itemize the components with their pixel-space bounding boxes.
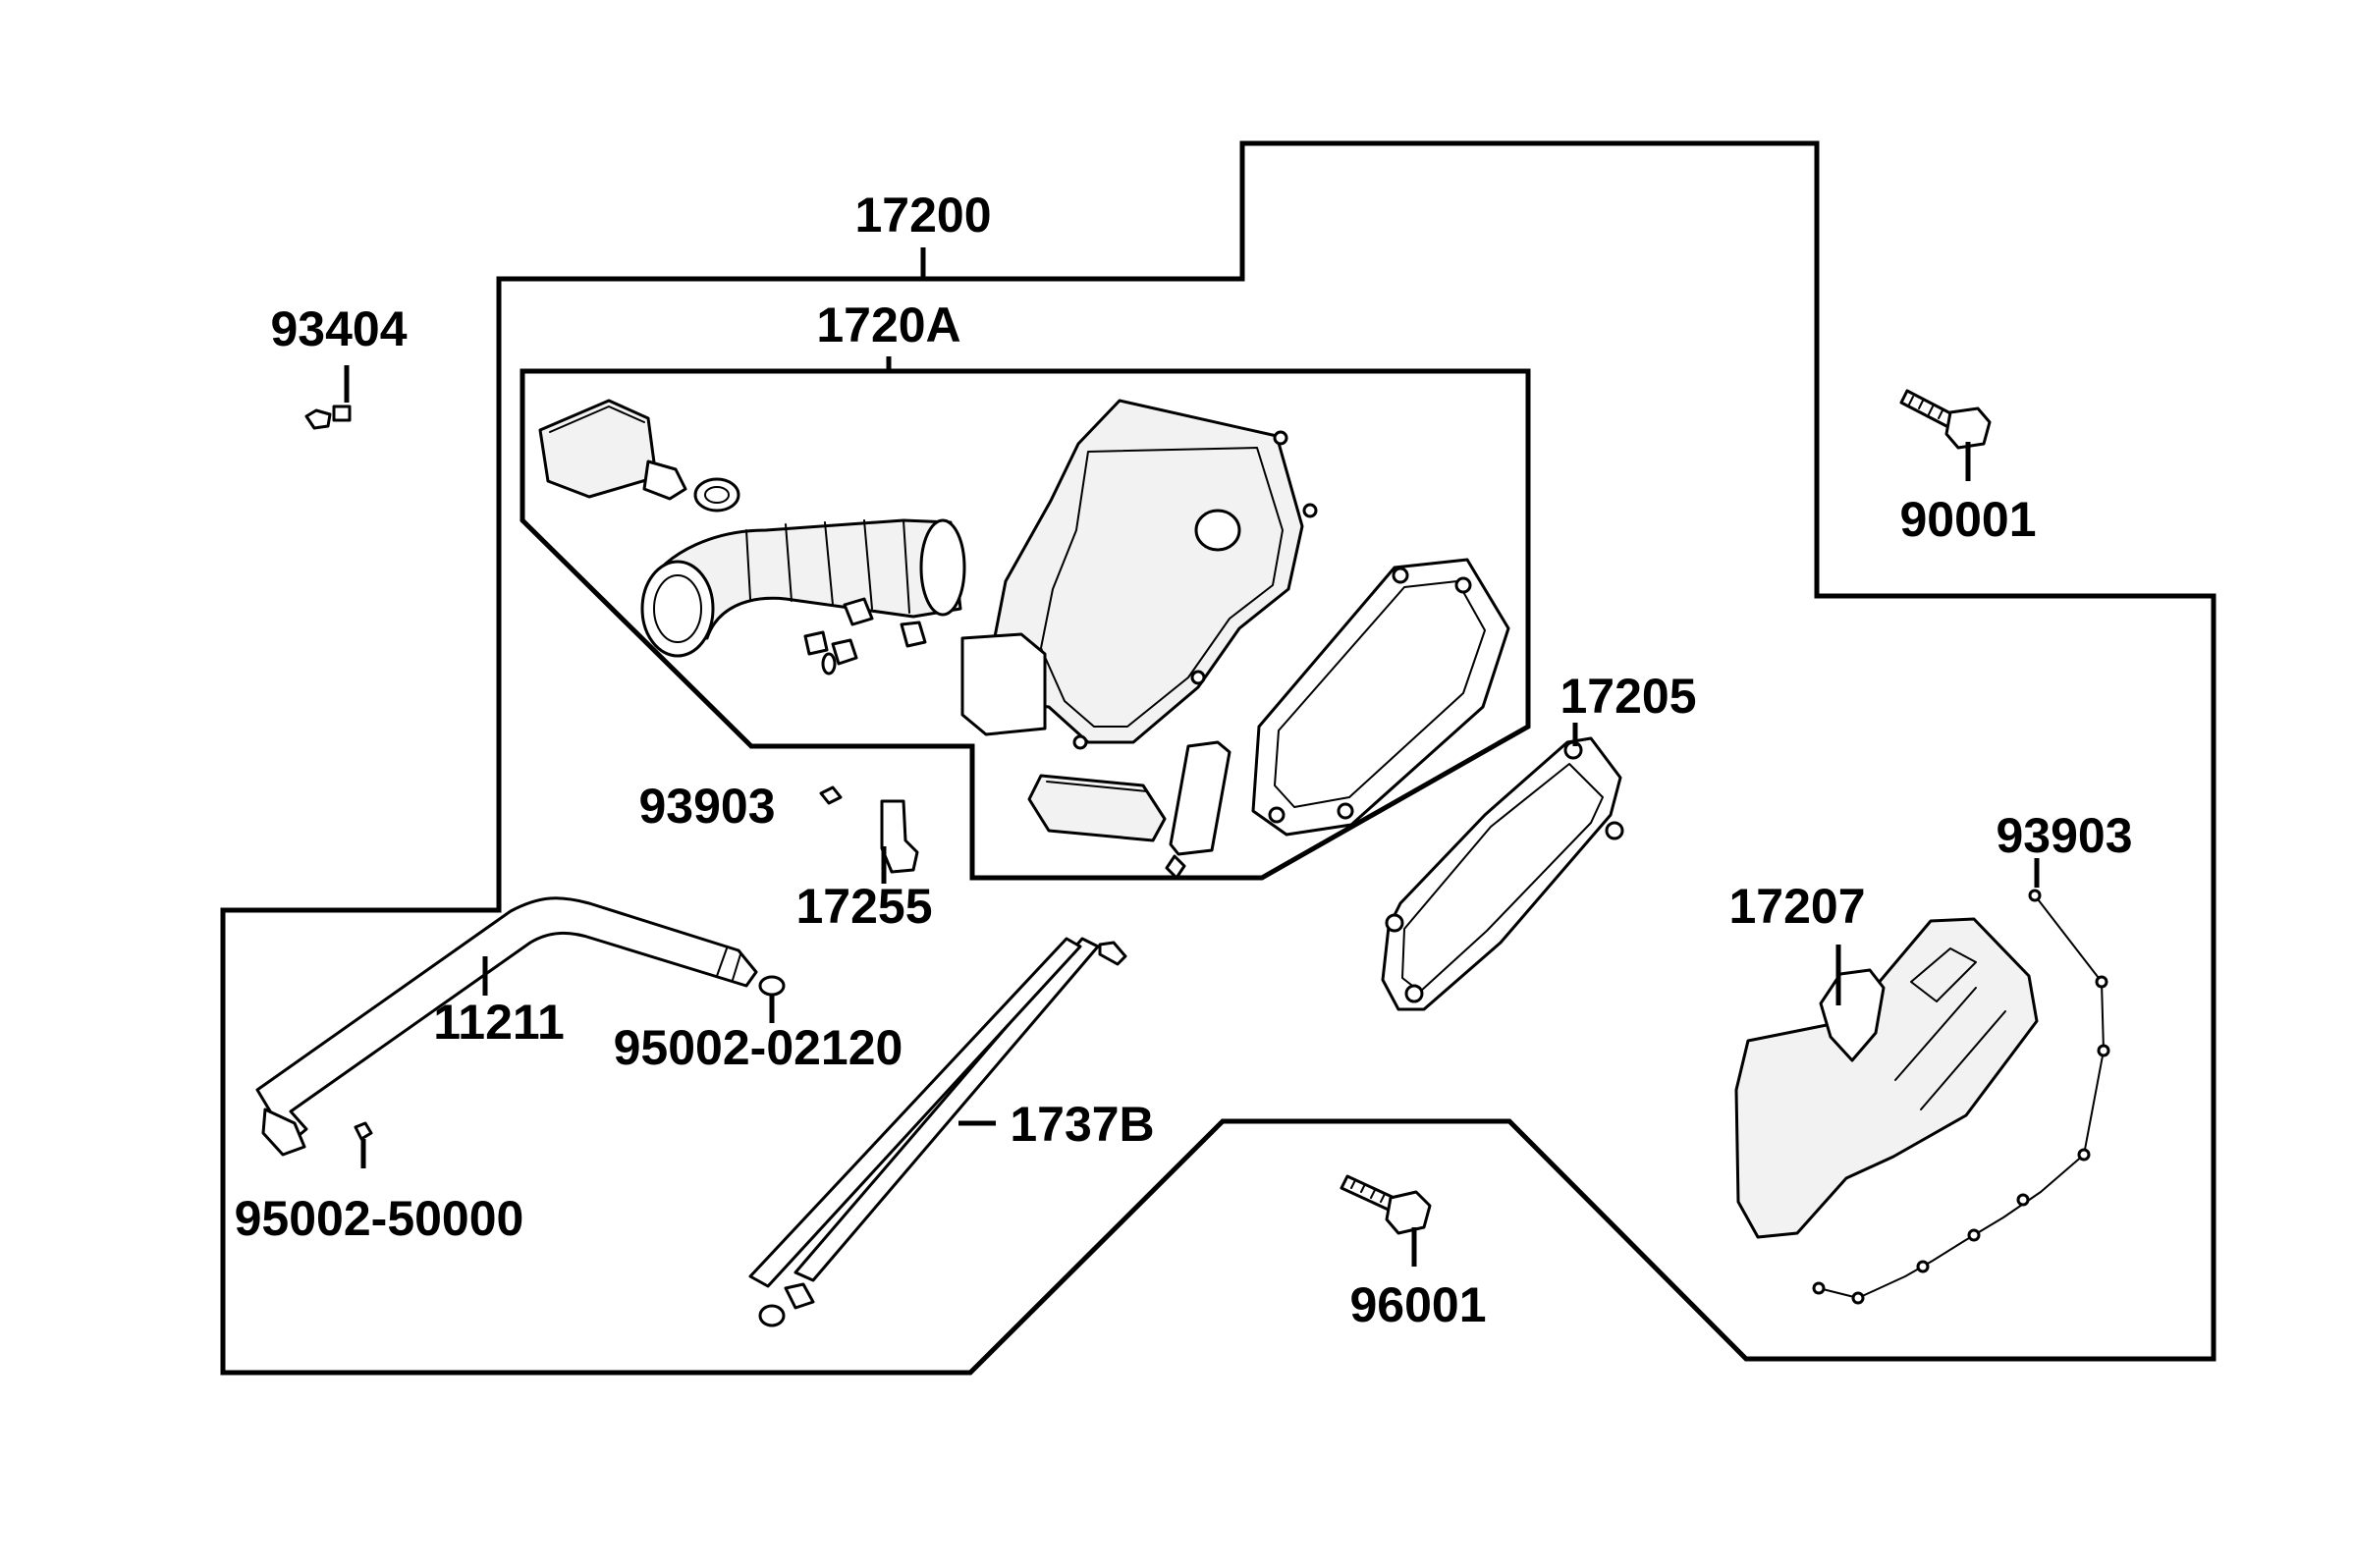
label-90001: 90001 — [1899, 492, 2036, 547]
hose-clip-95002-50000-icon — [354, 1121, 373, 1168]
bolt-90001-icon — [1899, 389, 1992, 481]
breather-hose-11211-icon — [255, 896, 758, 1157]
label-1720A: 1720A — [816, 297, 960, 352]
clip-93903-icon — [819, 785, 843, 805]
bracket-17255-icon — [880, 799, 919, 884]
drain-plug-icon — [1165, 740, 1231, 880]
label-17200: 17200 — [854, 188, 991, 243]
label-93903-left: 93903 — [638, 779, 775, 834]
label-17255: 17255 — [795, 879, 932, 934]
small-fittings-icon — [803, 597, 927, 676]
gasket-17205-icon — [1381, 723, 1624, 1011]
screw-93404-icon — [304, 365, 352, 430]
label-95002-02120: 95002-02120 — [614, 1020, 903, 1075]
label-96001: 96001 — [1349, 1277, 1486, 1332]
hose-clip-95002-02120-icon — [758, 975, 786, 1023]
subassembly-1720A-outline — [520, 368, 1531, 881]
filter-cover-gasket-icon — [1251, 558, 1510, 837]
label-93404: 93404 — [270, 301, 407, 356]
bolt-96001-icon — [1340, 1174, 1432, 1267]
hose-clamp-icon — [693, 477, 740, 513]
air-box-housing-icon — [960, 399, 1318, 750]
cover-17207-icon — [1734, 917, 2039, 1239]
label-1737B: 1737B — [1010, 1097, 1154, 1152]
filter-element-icon — [1027, 774, 1167, 842]
assembly-17200-outline — [220, 140, 2216, 1376]
label-17205: 17205 — [1560, 669, 1696, 724]
label-17207: 17207 — [1728, 879, 1865, 934]
intake-snorkel-icon — [538, 399, 687, 501]
label-93903-right: 93903 — [1996, 808, 2132, 863]
clip-chain-93903-icon — [1812, 858, 2110, 1305]
intake-duct-icon — [640, 518, 966, 658]
label-11211: 11211 — [433, 995, 565, 1050]
label-95002-50000: 95002-50000 — [235, 1191, 524, 1246]
drain-tube-1737B-icon — [748, 937, 1127, 1327]
